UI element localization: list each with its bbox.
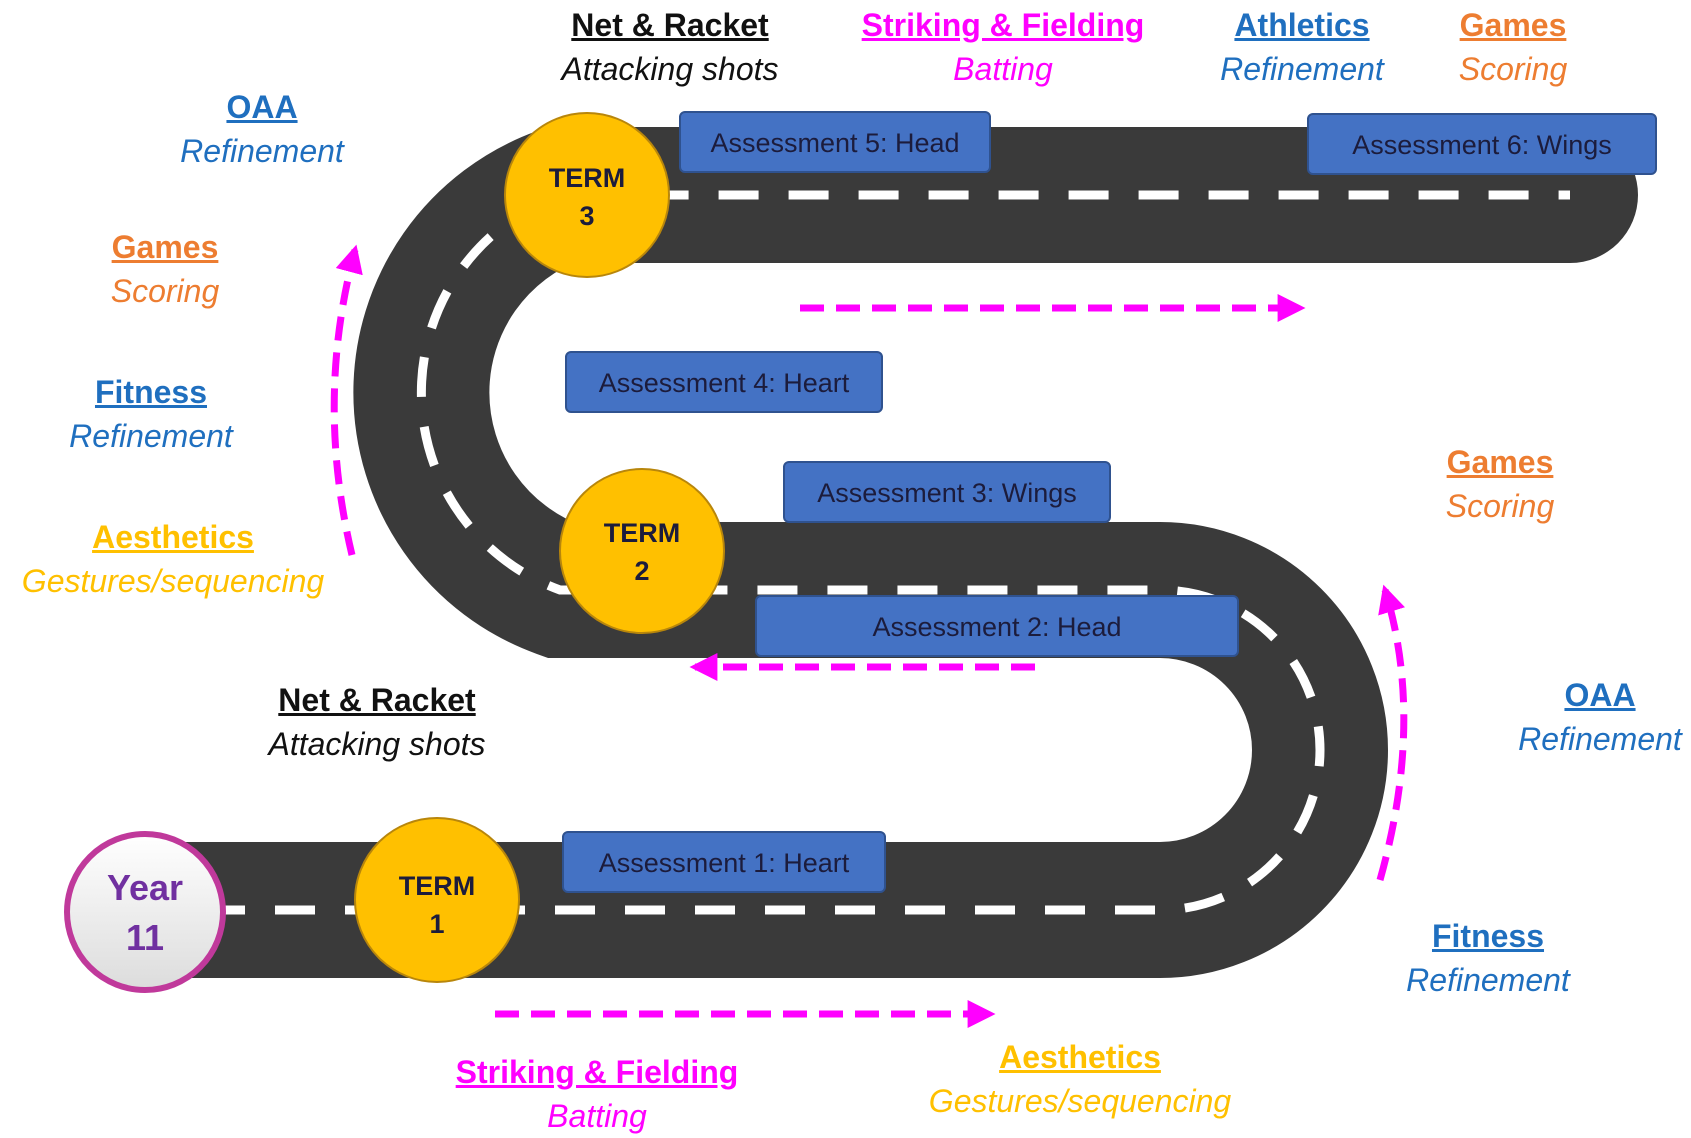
- topic-title: Fitness: [1431, 918, 1545, 954]
- topic-label: Net & Racket Attacking shots: [269, 678, 486, 766]
- svg-text:11: 11: [126, 917, 164, 958]
- svg-text:1: 1: [429, 909, 444, 939]
- topic-subtitle: Scoring: [110, 273, 220, 309]
- topic-subtitle: Batting: [953, 51, 1053, 87]
- topic-label: Games Scoring: [1459, 3, 1568, 91]
- svg-text:TERM: TERM: [604, 518, 681, 548]
- topic-subtitle: Refinement: [69, 418, 233, 454]
- topic-label: Striking & Fielding Batting: [456, 1050, 739, 1138]
- svg-text:Assessment 6: Wings: Assessment 6: Wings: [1352, 130, 1612, 160]
- topic-title: Fitness: [94, 374, 208, 410]
- svg-text:Assessment 4: Heart: Assessment 4: Heart: [599, 368, 850, 398]
- topic-title: Striking & Fielding: [455, 1054, 739, 1090]
- svg-text:Assessment 3: Wings: Assessment 3: Wings: [817, 478, 1077, 508]
- topic-label: Net & Racket Attacking shots: [562, 3, 779, 91]
- topic-title: Aesthetics: [92, 519, 254, 555]
- svg-text:Assessment 1: Heart: Assessment 1: Heart: [599, 848, 850, 878]
- svg-text:Year: Year: [107, 867, 183, 908]
- topic-subtitle: Gestures/sequencing: [928, 1083, 1232, 1119]
- term-2-marker: TERM 2: [559, 468, 725, 634]
- topic-title: Net & Racket: [278, 682, 476, 718]
- topic-subtitle: Batting: [547, 1098, 647, 1134]
- term-3-marker: TERM 3: [504, 112, 670, 278]
- direction-arrow-up-right: [1376, 584, 1408, 881]
- assessment-box-4: Assessment 4: Heart: [565, 351, 883, 413]
- svg-text:3: 3: [579, 201, 594, 231]
- topic-title: Games: [111, 229, 219, 265]
- topic-label: Striking & Fielding Batting: [862, 3, 1145, 91]
- topic-label: Games Scoring: [111, 225, 220, 313]
- topic-subtitle: Refinement: [1518, 721, 1682, 757]
- topic-subtitle: Attacking shots: [268, 726, 486, 762]
- topic-subtitle: Attacking shots: [561, 51, 779, 87]
- topic-subtitle: Refinement: [1220, 51, 1384, 87]
- direction-arrow-up-left: [330, 244, 363, 556]
- assessment-box-3: Assessment 3: Wings: [783, 461, 1111, 523]
- topic-subtitle: Scoring: [1445, 488, 1555, 524]
- topic-label: Games Scoring: [1446, 440, 1555, 528]
- svg-text:TERM: TERM: [549, 163, 626, 193]
- topic-subtitle: Gestures/sequencing: [21, 563, 325, 599]
- topic-title: Athletics: [1234, 7, 1370, 43]
- topic-label: Fitness Refinement: [69, 370, 233, 458]
- assessment-box-1: Assessment 1: Heart: [562, 831, 886, 893]
- topic-title: OAA: [1564, 677, 1636, 713]
- assessment-box-2: Assessment 2: Head: [755, 595, 1239, 657]
- topic-subtitle: Refinement: [180, 133, 344, 169]
- topic-label: Athletics Refinement: [1220, 3, 1384, 91]
- road-center-dashes: [205, 190, 1570, 915]
- svg-text:2: 2: [634, 556, 649, 586]
- road: [82, 127, 1638, 978]
- term-1-marker: TERM 1: [354, 817, 520, 983]
- topic-title: Games: [1446, 444, 1554, 480]
- topic-title: Striking & Fielding: [861, 7, 1145, 43]
- assessment-box-6: Assessment 6: Wings: [1307, 113, 1657, 175]
- topic-label: Fitness Refinement: [1406, 914, 1570, 1002]
- topic-label: Aesthetics Gestures/sequencing: [929, 1035, 1231, 1123]
- assessment-box-5: Assessment 5: Head: [679, 111, 991, 173]
- topic-label: OAA Refinement: [1518, 673, 1682, 761]
- year-11-start-marker: Year 11: [64, 831, 226, 993]
- topic-title: Aesthetics: [999, 1039, 1161, 1075]
- topic-title: Net & Racket: [571, 7, 769, 43]
- svg-text:TERM: TERM: [399, 871, 476, 901]
- svg-text:Assessment 2: Head: Assessment 2: Head: [872, 612, 1121, 642]
- topic-title: OAA: [226, 89, 298, 125]
- topic-title: Games: [1459, 7, 1567, 43]
- topic-label: OAA Refinement: [180, 85, 344, 173]
- topic-label: Aesthetics Gestures/sequencing: [22, 515, 324, 603]
- svg-text:Assessment 5: Head: Assessment 5: Head: [710, 128, 959, 158]
- topic-subtitle: Refinement: [1406, 962, 1570, 998]
- topic-subtitle: Scoring: [1458, 51, 1568, 87]
